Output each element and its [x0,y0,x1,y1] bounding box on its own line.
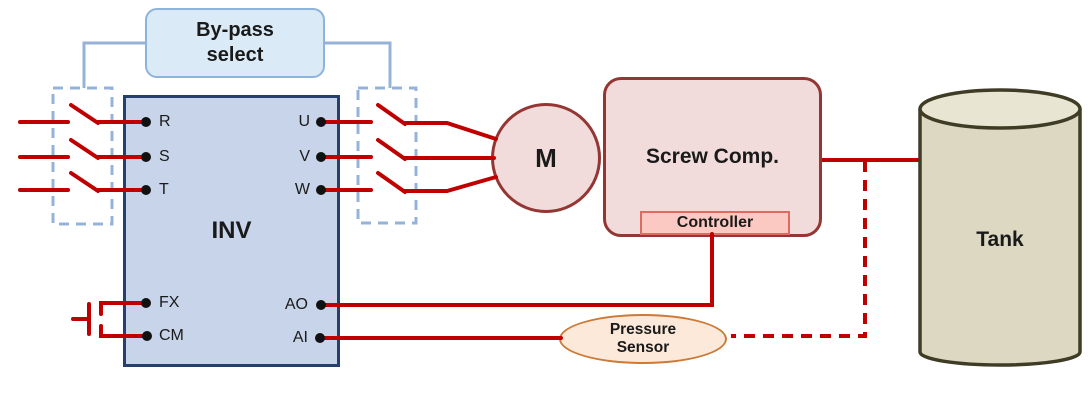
inverter-box [123,95,340,367]
tank-label: Tank [976,228,1024,251]
input-contactor-dashed-box [51,86,114,226]
tank-shape [918,88,1082,367]
inverter-label: INV [211,217,252,244]
motor-circle: M [491,103,601,213]
terminal-label-t: T [159,181,169,198]
terminal-label-ao: AO [284,296,308,313]
bypass-select-label-line1: By-pass [196,19,274,41]
pressure-sensor-label-line1: Pressure [609,321,677,338]
bypass-contactor-dashed-box [356,86,418,225]
terminal-label-w: W [294,181,310,198]
controller-box: Controller [640,211,790,235]
terminal-label-v: V [299,148,310,165]
terminal-label-cm: CM [159,327,184,344]
controller-label: Controller [676,214,754,231]
terminal-label-s: S [159,148,170,165]
bypass-connector-lines [82,41,392,88]
terminal-label-r: R [159,113,171,130]
terminal-label-fx: FX [159,294,180,311]
terminal-label-u: U [298,113,310,130]
terminal-label-ai: AI [292,329,308,346]
bypass-select-label-line2: select [206,44,264,66]
motor-label: M [535,142,557,173]
screw-compressor-label: Screw Comp. [645,145,780,168]
pressure-sensor-ellipse: Pressure Sensor [559,314,727,364]
pressure-sensor-label-line2: Sensor [616,339,670,356]
bypass-select-box: By-pass select [145,8,325,78]
